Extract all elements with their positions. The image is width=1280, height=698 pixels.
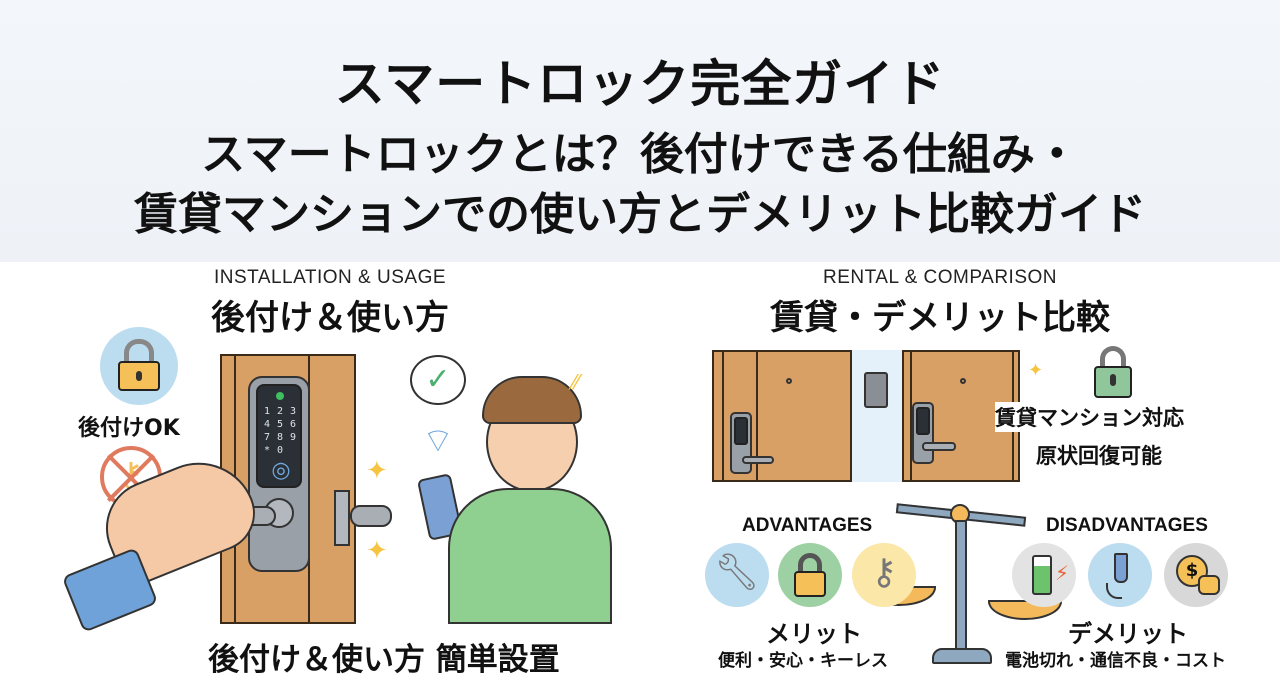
intercom-icon [864,372,888,408]
keypad: 1 2 3 4 5 6 7 8 9 * 0 ◎ [256,384,302,488]
left-panel-label-en: INSTALLATION & USAGE [213,267,447,288]
scale-pole [955,520,967,652]
key-circle: ⚷ [852,543,916,607]
coins-circle: $ [1164,543,1228,607]
battery-circle: ⚡︎ [1012,543,1076,607]
wrench-icon: 🔧︎ [714,552,760,593]
person-shirt [448,488,612,624]
left-panel-caption: 後付け＆使い方 簡単設置 [208,642,560,678]
excitement-marks-icon: ⁄⁄ [572,370,579,394]
left-panel-label-jp: 後付け＆使い方 [211,298,449,338]
usb-circle [1088,543,1152,607]
apartment-door-left [712,350,852,482]
page-subtitle-line2: 賃貸マンションでの使い方とデメリット比較ガイド [134,189,1146,240]
padlock-circle-adv [778,543,842,607]
checkmark-bubble-icon: ✓ [410,355,466,405]
sparkle-icon: ✦ [366,456,388,486]
merit-items: 便利・安心・キーレス [718,651,888,671]
header-banner: スマートロック完全ガイド スマートロックとは？後付けできる仕組み・ 賃貸マンショ… [0,0,1280,262]
sparkle-icon: ✦ [1028,360,1044,381]
wifi-icon: ⌔ [422,421,454,461]
merit-title: メリット [766,620,862,648]
page-title: スマートロック完全ガイド [334,55,946,113]
key-icon: ⚷ [870,552,898,593]
right-panel-label-jp: 賃貸・デメリット比較 [770,298,1110,338]
apartment-wall [852,350,902,482]
padlock-circle [100,327,178,405]
retrofit-ok-label: 後付けOK [78,416,180,441]
page-subtitle-line1: スマートロックとは？後付けできる仕組み・ [201,129,1079,180]
door-strike-plate [334,490,350,546]
padlock-green-icon [1100,346,1126,370]
smart-lock-icon: 1 2 3 4 5 6 7 8 9 * 0 ◎ [248,376,310,572]
sparkle-icon: ✦ [366,536,388,566]
rental-compatible-label: 賃貸マンション対応 [995,402,1184,432]
disadvantages-label: DISADVANTAGES [1046,515,1208,536]
padlock-icon [798,553,822,575]
door-lever-outer [350,505,392,527]
fingerprint-icon: ◎ [271,458,291,483]
battery-icon [1032,555,1052,595]
usb-cable-icon [1114,553,1128,583]
coins-icon: $ [1176,555,1208,587]
wrench-circle: 🔧︎ [705,543,769,607]
person-hair [482,376,582,424]
scale-base [932,648,992,664]
restorable-label: 原状回復可能 [1036,444,1162,468]
demerit-items: 電池切れ・通信不良・コスト [1005,651,1226,671]
demerit-title: デメリット [1068,620,1188,648]
padlock-icon [124,339,154,365]
right-panel-label-en: RENTAL & COMPARISON [822,267,1057,288]
advantages-label: ADVANTAGES [742,515,873,536]
